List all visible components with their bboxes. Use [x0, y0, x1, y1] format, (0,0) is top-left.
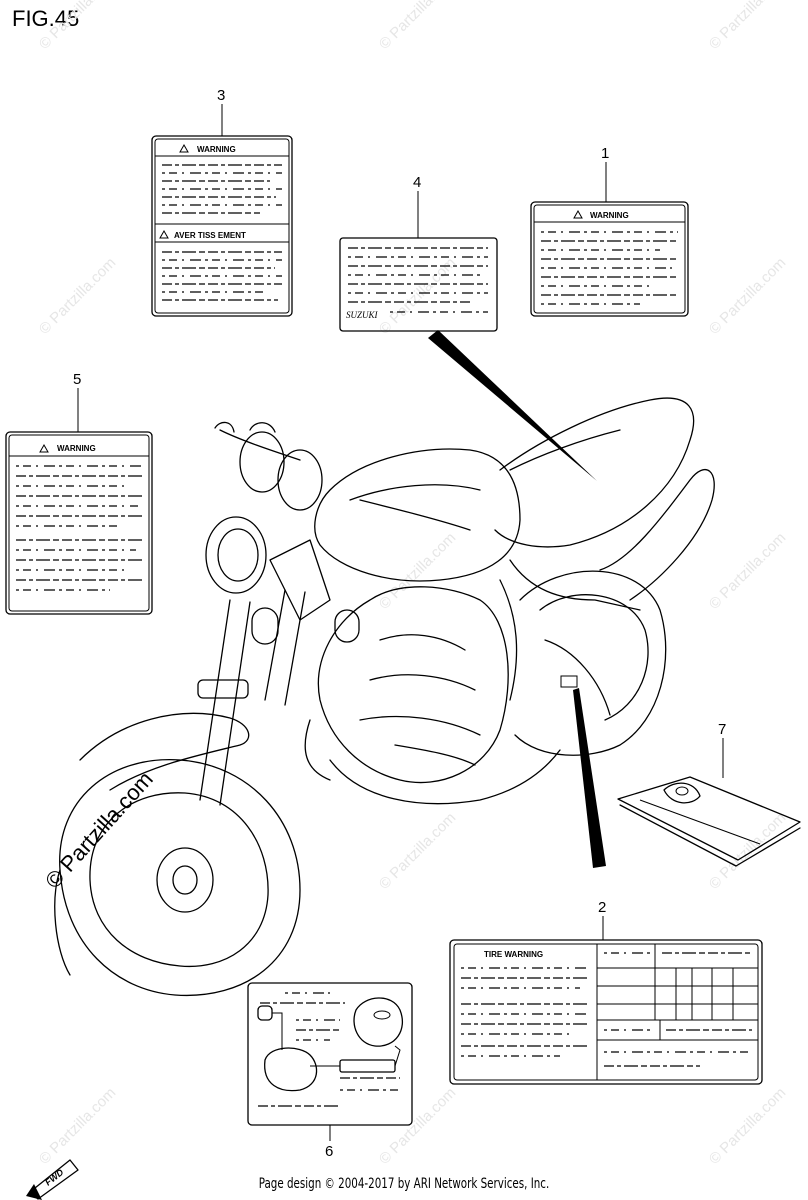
label-5-warning[interactable]: 5 WARNING [5, 371, 153, 615]
watermark: © Partzilla.com [376, 529, 459, 612]
watermark: © Partzilla.com [706, 254, 789, 337]
warning-triangle-icon [39, 443, 49, 453]
label-1-warning[interactable]: 1 WARNING [530, 145, 689, 317]
label-heading: AVER TISS EMENT [174, 231, 246, 240]
callout-1: 1 [601, 145, 609, 162]
motorcycle-drawing [54, 397, 715, 997]
placement-arrow [428, 330, 597, 481]
callout-4: 4 [413, 174, 421, 191]
label-placement-marker [560, 675, 578, 688]
warning-triangle-icon [573, 209, 583, 219]
figure-title: FIG.45 [12, 6, 80, 31]
callout-2: 2 [598, 899, 606, 916]
watermark: © Partzilla.com [706, 809, 789, 892]
callout-6: 6 [325, 1143, 333, 1160]
label-heading: TIRE WARNING [484, 950, 543, 959]
watermark: © Partzilla.com [36, 0, 119, 53]
warning-triangle-icon [179, 143, 189, 153]
callout-3: 3 [217, 87, 225, 104]
watermark: © Partzilla.com [706, 529, 789, 612]
fwd-label: FWD [43, 1167, 66, 1188]
fwd-arrow-badge: FWD [26, 1159, 79, 1200]
placement-arrow [573, 688, 606, 868]
label-heading: WARNING [590, 211, 629, 220]
label-outline [449, 939, 763, 1085]
label-outline [247, 982, 413, 1126]
label-3-warning[interactable]: 3 WARNING AVER TISS EMENT [151, 87, 293, 317]
watermark: © Partzilla.com [376, 809, 459, 892]
label-6-schematic[interactable] [247, 982, 413, 1126]
label-heading: WARNING [197, 145, 236, 154]
watermark: © Partzilla.com [376, 254, 459, 337]
page-footer: Page design © 2004-2017 by ARI Network S… [258, 1176, 550, 1192]
label-brand: SUZUKI [346, 310, 379, 320]
label-outline [339, 237, 498, 332]
watermark-large: © Partzilla.com [40, 766, 158, 893]
callout-7: 7 [718, 721, 726, 738]
label-outline [151, 135, 293, 317]
watermark: © Partzilla.com [706, 0, 789, 53]
watermark: © Partzilla.com [376, 0, 459, 53]
label-4-info[interactable]: 4 SUZUKI [339, 174, 498, 332]
warning-triangle-icon [159, 229, 169, 239]
label-outline [530, 201, 689, 317]
watermark: © Partzilla.com [36, 254, 119, 337]
label-7-document-pouch[interactable]: 7 [617, 721, 801, 867]
callout-5: 5 [73, 371, 81, 388]
label-heading: WARNING [57, 444, 96, 453]
watermark: © Partzilla.com [706, 1084, 789, 1167]
watermark: © Partzilla.com [36, 1084, 119, 1167]
watermark: © Partzilla.com [376, 1084, 459, 1167]
label-outline [5, 431, 153, 615]
label-2-tire-warning[interactable]: 2 TIRE WARNING [449, 899, 763, 1085]
